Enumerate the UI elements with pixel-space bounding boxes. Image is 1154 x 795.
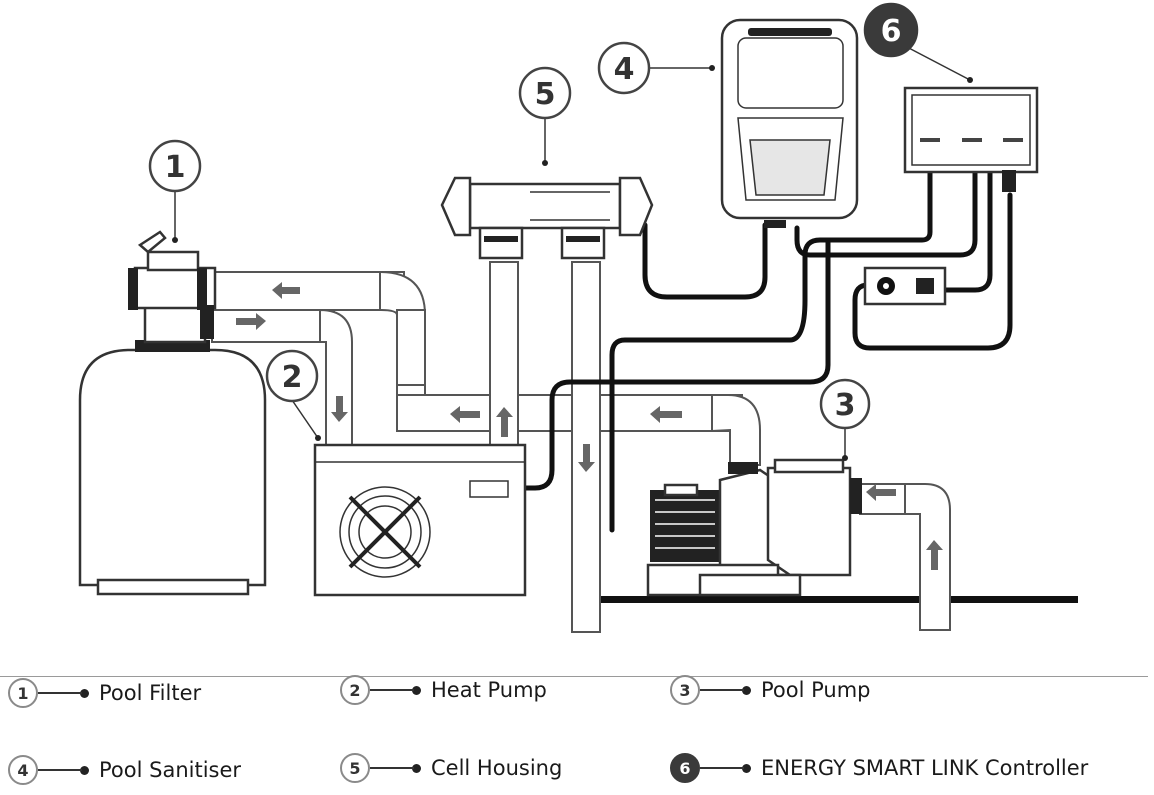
legend-connector — [370, 767, 414, 769]
legend-dot — [742, 763, 751, 773]
legend-badge: 1 — [8, 678, 38, 708]
legend-connector — [38, 769, 82, 771]
legend-item-pool-filter: 1 Pool Filter — [8, 677, 201, 709]
legend-connector — [38, 692, 82, 694]
legend-connector — [700, 767, 744, 769]
legend-label: Cell Housing — [431, 756, 563, 780]
callout-number: 4 — [614, 52, 635, 87]
pool-sanitiser — [720, 18, 859, 228]
legend-label: Pool Sanitiser — [99, 758, 242, 782]
callout-number: 5 — [535, 77, 556, 112]
pool-filter — [78, 230, 267, 596]
legend-label: Heat Pump — [431, 678, 547, 702]
callout-3: 3 — [819, 378, 871, 461]
flow-arrow-down — [331, 396, 348, 422]
callout-number: 1 — [165, 150, 186, 185]
legend-connector — [700, 689, 744, 691]
legend-item-energy-smart-link-controller: 6 ENERGY SMART LINK Controller — [670, 752, 1088, 784]
flow-arrows — [236, 282, 943, 570]
ground-line — [600, 596, 1078, 603]
flow-arrow-up — [496, 407, 513, 437]
legend-badge: 4 — [8, 755, 38, 785]
legend-badge: 2 — [340, 675, 370, 705]
flow-arrow-down — [578, 444, 595, 472]
callout-2: 2 — [265, 349, 321, 441]
cell-housing — [440, 176, 654, 260]
legend-dot — [412, 685, 421, 695]
legend-dot — [412, 763, 421, 773]
legend-item-cell-housing: 5 Cell Housing — [340, 752, 562, 784]
legend-dot — [80, 765, 89, 775]
legend-dot — [80, 688, 89, 698]
flow-arrow-right — [236, 313, 266, 330]
legend-label: Pool Filter — [99, 681, 202, 705]
power-outlet — [863, 266, 947, 306]
pool-pump — [646, 458, 862, 597]
flow-arrow-left — [272, 282, 300, 299]
callout-number: 6 — [881, 14, 902, 49]
flow-arrow-up — [926, 540, 943, 570]
callout-number: 3 — [835, 388, 856, 423]
callout-4: 4 — [597, 41, 715, 95]
legend-label: Pool Pump — [761, 678, 871, 702]
callout-1: 1 — [148, 139, 202, 243]
flow-arrow-left — [650, 406, 682, 423]
flow-arrow-left — [866, 484, 896, 501]
legend-dot — [742, 685, 751, 695]
legend-item-pool-pump: 3 Pool Pump — [670, 674, 871, 706]
callout-6: 6 — [863, 2, 973, 83]
legend: 1 Pool Filter 2 Heat Pump 3 Pool Pump 4 … — [0, 640, 1154, 795]
legend-item-heat-pump: 2 Heat Pump — [340, 674, 547, 706]
callout-5: 5 — [518, 66, 572, 166]
legend-badge: 6 — [670, 753, 700, 783]
legend-divider — [0, 676, 1148, 677]
legend-badge: 5 — [340, 753, 370, 783]
cables — [517, 155, 1013, 533]
energy-smart-link-controller — [903, 86, 1039, 192]
flow-arrow-left — [450, 406, 480, 423]
legend-label: ENERGY SMART LINK Controller — [761, 756, 1089, 780]
legend-badge: 3 — [670, 675, 700, 705]
heat-pump — [313, 443, 527, 597]
legend-item-pool-sanitiser: 4 Pool Sanitiser — [8, 754, 241, 786]
legend-connector — [370, 689, 414, 691]
callout-number: 2 — [282, 360, 303, 395]
pool-equipment-diagram: 1 2 3 4 5 6 — [78, 2, 1078, 633]
